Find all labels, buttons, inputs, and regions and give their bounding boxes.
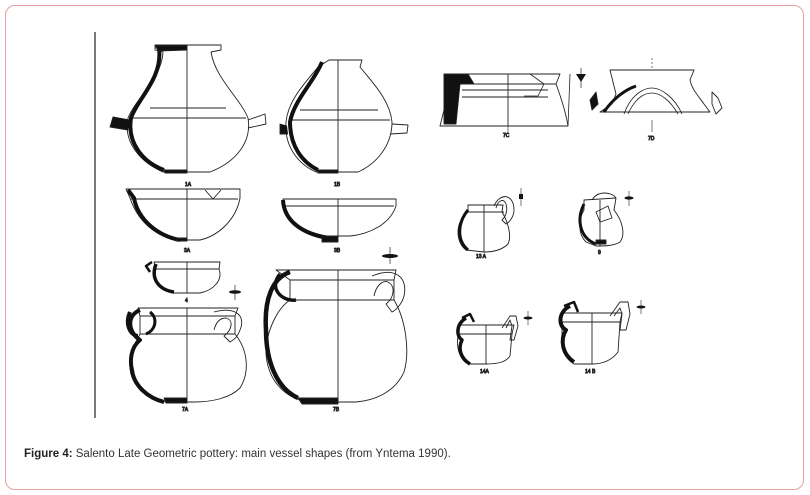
vessel-14a <box>456 311 533 366</box>
vessel-3a <box>125 188 241 242</box>
label-7b: 7B <box>333 407 340 413</box>
label-4: 4 <box>185 298 188 304</box>
vessel-7b <box>263 247 408 405</box>
label-7a: 7A <box>182 407 189 413</box>
caption-label: Figure 4: <box>24 448 73 460</box>
label-14b: 14 B <box>585 369 596 375</box>
vessel-13a <box>457 188 523 253</box>
label-7d: 7D <box>648 136 655 142</box>
vessel-9 <box>578 191 634 247</box>
label-3b: 3B <box>334 248 341 254</box>
caption-text: Salento Late Geometric pottery: main ves… <box>72 448 451 460</box>
label-14a: 14A <box>480 369 490 375</box>
vessel-1b <box>279 59 409 174</box>
label-1a: 1A <box>185 182 192 188</box>
vessel-4 <box>144 260 241 300</box>
label-7c: 7C <box>503 133 510 139</box>
label-9: 9 <box>598 250 601 256</box>
vessel-1a <box>109 44 267 174</box>
figure-frame <box>5 5 804 490</box>
vessel-7c <box>439 68 586 134</box>
vessel-3b <box>281 198 397 243</box>
label-1b: 1B <box>334 182 341 188</box>
vessel-14b <box>558 300 646 365</box>
label-3a: 3A <box>184 248 191 254</box>
vessel-7a <box>125 307 247 404</box>
label-13a: 13 A <box>476 254 487 260</box>
vessel-7d <box>589 58 723 132</box>
figure-caption: Figure 4: Salento Late Geometric pottery… <box>24 448 451 460</box>
